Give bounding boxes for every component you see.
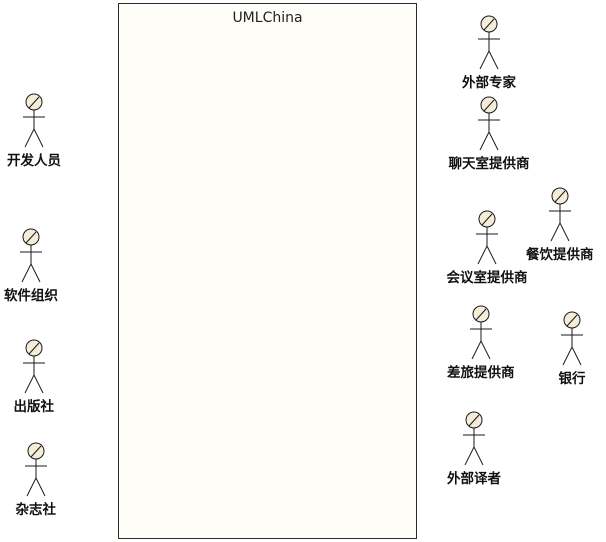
actor-label: 会议室提供商: [446, 270, 528, 286]
actor-icon: [23, 339, 45, 394]
actor-icon: [463, 411, 485, 466]
actor-icon: [478, 15, 500, 70]
actor-label: 杂志社: [15, 502, 57, 518]
actor-icon: [20, 228, 42, 283]
actor-icon: [476, 210, 498, 265]
system-boundary[interactable]: UMLChina: [118, 3, 417, 539]
actor-icon: [23, 93, 45, 148]
actor-label: 软件组织: [4, 288, 58, 304]
actor-icon: [478, 96, 500, 151]
actor-icon: [549, 187, 571, 242]
actor-label: 银行: [558, 371, 586, 387]
actor-label: 餐饮提供商: [526, 247, 594, 263]
actor-label: 外部译者: [447, 471, 501, 487]
actor-icon: [25, 442, 47, 497]
actor-label: 出版社: [13, 399, 55, 415]
system-boundary-title: UMLChina: [232, 10, 303, 26]
actor-label: 聊天室提供商: [448, 156, 530, 172]
actor-icon: [561, 311, 583, 366]
actor-label: 外部专家: [462, 75, 516, 91]
actor-icon: [470, 305, 492, 360]
actor-label: 差旅提供商: [447, 365, 515, 381]
actor-label: 开发人员: [7, 153, 61, 169]
